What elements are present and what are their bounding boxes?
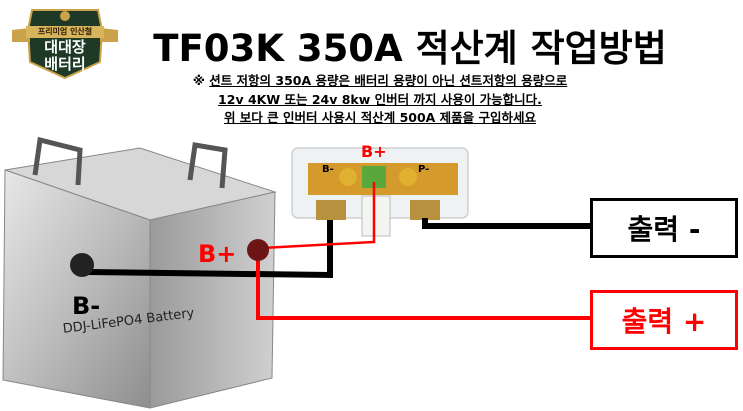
- shunt-p-minus-label: P-: [418, 164, 430, 175]
- logo-ribbon: 프리미엄 인산철: [37, 27, 93, 36]
- shunt-b-plus-label: B+: [361, 142, 387, 161]
- logo-line1: 대대장: [44, 38, 86, 56]
- positive-wire-output: [256, 258, 592, 320]
- battery-terminals: [70, 239, 269, 277]
- battery-box: [2, 136, 277, 409]
- note-text-1: 션트 저항의 350A 용량은 배터리 용량이 아닌 션트저항의 용량으로: [209, 73, 568, 88]
- page-title: TF03K 350A 적산계 작업방법: [153, 27, 667, 70]
- note-mark: ※: [192, 73, 205, 88]
- shunt-b-minus-label: B-: [322, 164, 334, 175]
- note-text-3: 위 보다 큰 인버터 사용시 적산계 500A 제품을 구입하세요: [223, 110, 537, 125]
- note-text-2: 12v 4KW 또는 24v 8kw 인버터 까지 사용이 가능합니다.: [218, 92, 542, 107]
- battery-minus-label: B-: [72, 292, 101, 320]
- note-line-1: ※ 션트 저항의 350A 용량은 배터리 용량이 아닌 션트저항의 용량으로: [120, 70, 640, 89]
- shunt-body: [291, 147, 469, 237]
- logo-line2: 배터리: [44, 55, 86, 73]
- note-line-3: 위 보다 큰 인버터 사용시 적산계 500A 제품을 구입하세요: [120, 107, 640, 126]
- battery-plus-label: B+: [198, 240, 237, 268]
- negative-wire-output: [422, 218, 592, 229]
- output-plus-box: 출력 +: [590, 290, 738, 350]
- positive-sense-wire: [261, 182, 376, 250]
- negative-wire-battery: [87, 220, 333, 279]
- output-minus-box: 출력 -: [590, 198, 738, 258]
- note-line-2: 12v 4KW 또는 24v 8kw 인버터 까지 사용이 가능합니다.: [120, 89, 640, 108]
- brand-logo: 프리미엄 인산철 대대장 배터리: [10, 2, 120, 80]
